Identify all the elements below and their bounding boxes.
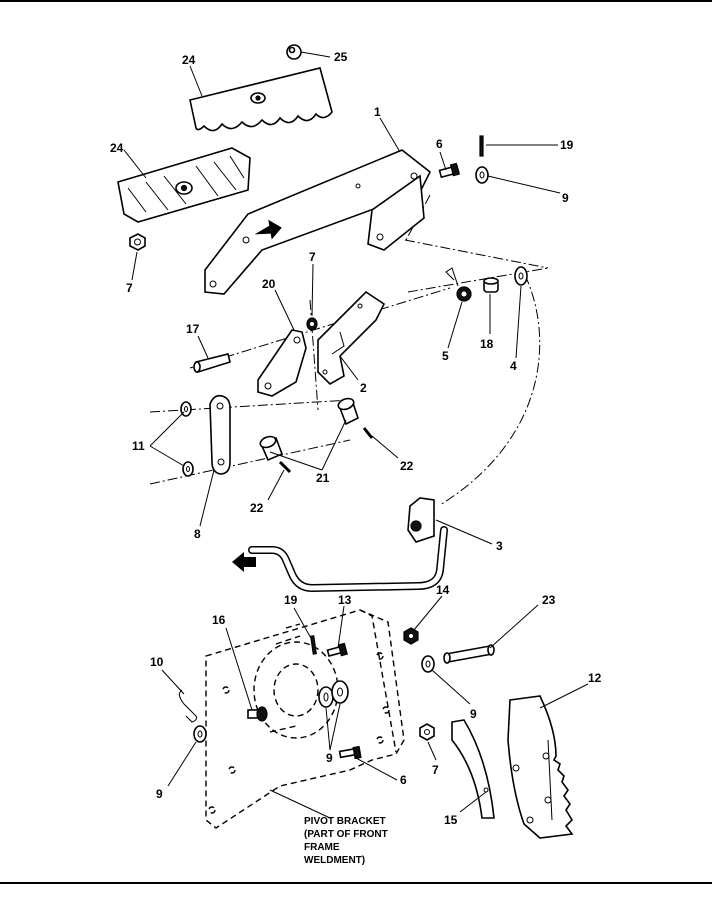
part-12-sector-plate: [507, 695, 574, 839]
callout-19-lower: 19: [284, 593, 298, 607]
callout-5: 5: [442, 349, 449, 363]
part-6-bolt-upper: [438, 162, 460, 179]
part-18-bushing: [483, 277, 499, 293]
callout-labels: 1 2 3 4 5 6 6 7 7 7 8 9 9 9 9 10 11 12 1…: [110, 50, 602, 827]
part-15-spacer-plate: [451, 719, 495, 819]
callout-7-lower: 7: [432, 763, 439, 777]
part-7-nut-middle: [306, 317, 318, 331]
callout-6-lower: 6: [400, 773, 407, 787]
callout-12: 12: [588, 671, 602, 685]
part-10-hairpin: [178, 689, 197, 723]
callout-7-middle: 7: [309, 250, 316, 264]
callout-9-left: 9: [156, 787, 163, 801]
callout-17: 17: [186, 322, 200, 336]
part-24-upper-pedal-pad: [189, 67, 333, 132]
part-9-washer-left: [193, 725, 207, 743]
part-5-spring: [445, 267, 472, 302]
callout-15: 15: [444, 813, 458, 827]
callout-9-upper: 9: [562, 191, 569, 205]
callout-24-upper: 24: [182, 53, 196, 67]
callout-10: 10: [150, 655, 164, 669]
bottom-rule: [0, 882, 712, 884]
part-24-lower-pedal-pad: [117, 147, 251, 223]
callout-20: 20: [262, 277, 276, 291]
part-16-stud: [247, 706, 268, 722]
note-line-3: FRAME: [304, 842, 340, 853]
part-6-bolt-lower: [338, 745, 362, 760]
pivot-bracket-note: PIVOT BRACKET (PART OF FRONT FRAME WELDM…: [304, 816, 388, 866]
callout-23: 23: [542, 593, 556, 607]
callout-18: 18: [480, 337, 494, 351]
part-23-pivot-pin: [443, 644, 495, 664]
part-11-washers: [180, 401, 194, 477]
callout-6-upper: 6: [436, 137, 443, 151]
part-9-washer-upper: [475, 166, 489, 184]
part-21-bushings: [259, 397, 359, 462]
callout-7-upper: 7: [126, 281, 133, 295]
part-17-clevis-pin: [193, 353, 231, 374]
note-line-1: PIVOT BRACKET: [304, 816, 386, 827]
callout-25: 25: [334, 50, 348, 64]
part-3-pedal-rod: [232, 497, 448, 593]
part-14-nut: [403, 627, 419, 645]
part-13-bolt: [326, 642, 348, 657]
callout-14: 14: [436, 583, 450, 597]
callout-24-lower: 24: [110, 141, 124, 155]
note-line-4: WELDMENT): [304, 855, 365, 866]
leader-lines: [123, 51, 589, 819]
part-19-pin-upper: [479, 135, 484, 157]
part-7-nut-lower: [419, 723, 435, 741]
part-9-washers-center: [318, 680, 349, 708]
callout-4: 4: [510, 359, 517, 373]
callout-11: 11: [132, 439, 145, 453]
part-22-cotter-pins: [278, 427, 374, 474]
part-9-washer-right: [421, 655, 435, 673]
callout-3: 3: [496, 539, 503, 553]
callout-13: 13: [338, 593, 352, 607]
callout-22-lower: 22: [250, 501, 264, 515]
callout-9-right: 9: [470, 707, 477, 721]
part-4-washer: [514, 266, 528, 286]
part-1-pedal-arm: [204, 149, 432, 295]
part-25-knob: [286, 44, 302, 60]
pivot-bracket: [205, 609, 405, 829]
callout-8: 8: [194, 527, 201, 541]
callout-22-upper: 22: [400, 459, 414, 473]
part-20-link-plate: [257, 329, 307, 397]
part-7-nut-upper: [129, 233, 146, 251]
top-rule: [0, 0, 712, 2]
callout-19-upper: 19: [560, 138, 574, 152]
part-8-link: [209, 394, 231, 475]
callout-21: 21: [316, 471, 330, 485]
callout-16: 16: [212, 613, 226, 627]
part-19-pin-lower: [310, 635, 317, 655]
callout-9-center: 9: [326, 751, 333, 765]
callout-2: 2: [360, 381, 367, 395]
callout-1: 1: [374, 105, 381, 119]
note-line-2: (PART OF FRONT: [304, 829, 388, 840]
